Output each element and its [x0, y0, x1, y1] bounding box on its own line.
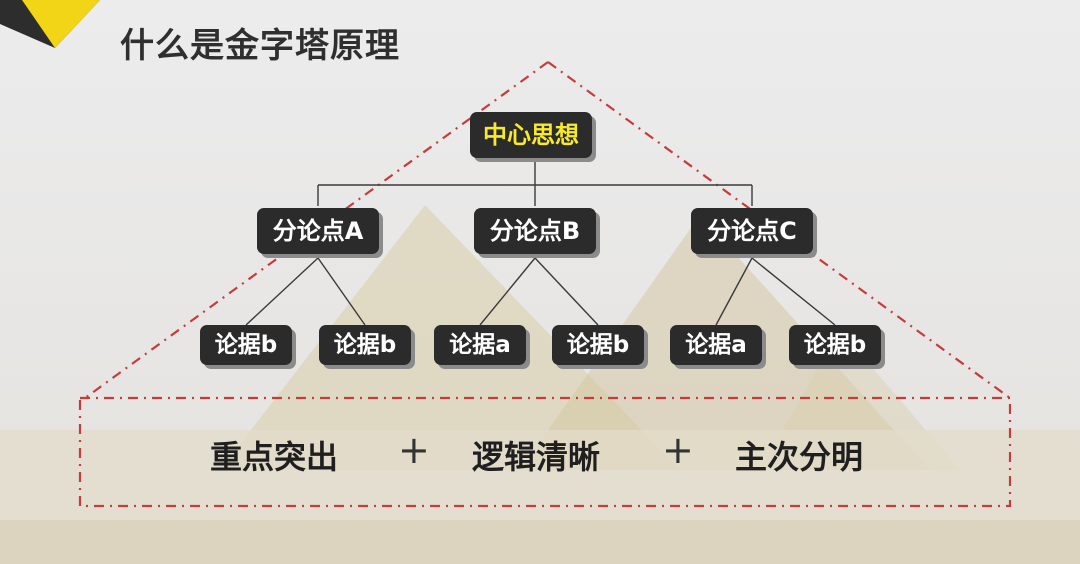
dashed-principles-box: [78, 396, 1012, 508]
plus-sign-2: +: [662, 428, 694, 472]
root-node-central-idea: 中心思想: [470, 112, 592, 158]
page-title: 什么是金字塔原理: [120, 26, 400, 66]
principle-logic: 逻辑清晰: [472, 438, 601, 476]
leaf-node-1: 论据b: [200, 325, 292, 365]
leaf-node-6: 论据b: [789, 325, 881, 365]
branch-node-b: 分论点B: [474, 208, 596, 254]
principle-focus: 重点突出: [210, 438, 339, 476]
leaf-node-2: 论据b: [319, 325, 411, 365]
plus-sign-1: +: [398, 428, 430, 472]
leaf-node-5: 论据a: [670, 325, 762, 365]
branch-node-c: 分论点C: [691, 208, 813, 254]
leaf-node-4: 论据b: [552, 325, 644, 365]
leaf-node-3: 论据a: [434, 325, 526, 365]
tree-connectors: [245, 160, 836, 326]
principle-hierarchy: 主次分明: [735, 438, 864, 476]
corner-accent-yellow: [22, 0, 100, 48]
branch-node-a: 分论点A: [257, 208, 379, 254]
